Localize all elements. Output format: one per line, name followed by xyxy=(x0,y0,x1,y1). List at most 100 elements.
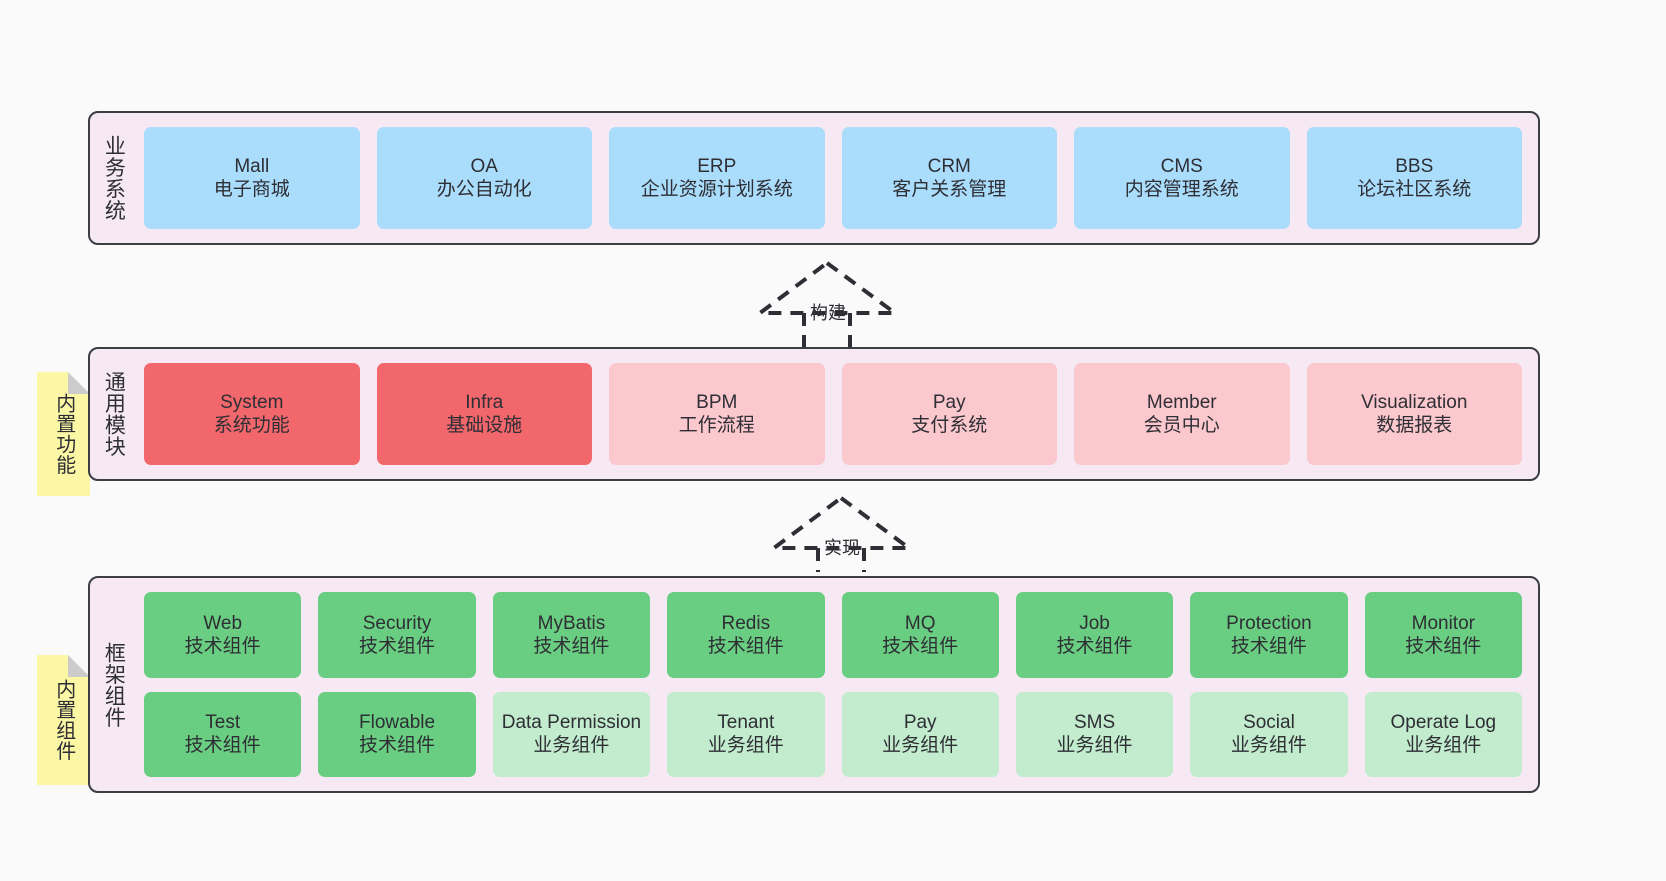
module-title-en: Pay xyxy=(903,712,937,734)
layer-caption-business-systems: 业务系统 xyxy=(102,135,126,221)
module-title-en: Social xyxy=(1243,712,1295,734)
module-box-flowable[interactable]: Flowable 技术组件 xyxy=(318,691,476,777)
note-builtin-components-label: 内置组件 xyxy=(52,679,75,761)
module-title-cn: 内容管理系统 xyxy=(1124,179,1239,200)
module-box-crm[interactable]: CRM 客户关系管理 xyxy=(841,127,1057,229)
note-builtin-components: 内置组件 xyxy=(37,655,90,785)
arrow-implement-icon xyxy=(767,495,916,572)
module-box-security[interactable]: Security 技术组件 xyxy=(318,592,476,678)
arrow-implement: 实现 xyxy=(767,490,919,572)
module-title-en: Flowable xyxy=(359,712,436,734)
module-title-en: OA xyxy=(470,155,498,177)
module-box-pay[interactable]: Pay 支付系统 xyxy=(841,363,1057,465)
note-builtin-functions-label: 内置功能 xyxy=(52,393,75,475)
module-box-web[interactable]: Web 技术组件 xyxy=(144,592,302,678)
layer-framework-components: 框架组件 Web 技术组件 Security 技术组件 MyBatis 技术组件… xyxy=(88,576,1540,793)
module-box-mybatis[interactable]: MyBatis 技术组件 xyxy=(492,592,651,678)
module-title-en: Monitor xyxy=(1411,612,1475,634)
module-box-cms[interactable]: CMS 内容管理系统 xyxy=(1074,127,1290,229)
module-title-cn: 系统功能 xyxy=(213,415,290,436)
module-title-en: Protection xyxy=(1226,612,1312,634)
arrow-build-label: 构建 xyxy=(810,303,846,323)
module-box-system[interactable]: System 系统功能 xyxy=(144,363,360,465)
module-title-cn: 企业资源计划系统 xyxy=(640,179,793,200)
module-title-cn: 办公自动化 xyxy=(436,179,532,200)
module-title-en: CMS xyxy=(1160,155,1203,177)
module-box-member[interactable]: Member 会员中心 xyxy=(1074,363,1290,465)
module-title-en: MQ xyxy=(904,612,936,634)
module-box-tenant[interactable]: Tenant 业务组件 xyxy=(667,691,825,777)
module-title-cn: 会员中心 xyxy=(1143,415,1220,436)
module-box-test[interactable]: Test 技术组件 xyxy=(144,691,302,777)
module-title-en: BPM xyxy=(696,391,738,413)
module-title-en: Web xyxy=(203,612,243,634)
layer-box-grid-framework-components: Web 技术组件 Security 技术组件 MyBatis 技术组件 Redi… xyxy=(136,578,1538,791)
layer-caption-framework-components: 框架组件 xyxy=(102,641,126,728)
module-box-erp[interactable]: ERP 企业资源计划系统 xyxy=(609,127,825,229)
module-box-social[interactable]: Social 业务组件 xyxy=(1190,691,1348,777)
note-fold-corner-icon xyxy=(68,655,90,677)
module-title-cn: 技术组件 xyxy=(184,635,261,657)
module-title-cn: 数据报表 xyxy=(1376,415,1453,436)
module-title-cn: 技术组件 xyxy=(1230,635,1307,657)
module-box-mq[interactable]: MQ 技术组件 xyxy=(841,592,999,678)
module-title-cn: 论坛社区系统 xyxy=(1357,179,1472,200)
module-box-job[interactable]: Job 技术组件 xyxy=(1015,592,1174,678)
module-box-visualization[interactable]: Visualization 数据报表 xyxy=(1306,363,1522,465)
module-box-monitor[interactable]: Monitor 技术组件 xyxy=(1364,592,1522,678)
module-title-cn: 支付系统 xyxy=(911,415,988,436)
module-title-en: Test xyxy=(205,712,241,734)
module-title-en: ERP xyxy=(697,155,737,177)
layer-box-grid-business-systems: Mall 电子商城 OA 办公自动化 ERP 企业资源计划系统 CRM 客户关系… xyxy=(136,113,1538,243)
module-box-pay-business[interactable]: Pay 业务组件 xyxy=(841,691,999,777)
module-title-cn: 技术组件 xyxy=(359,635,436,657)
module-title-en: Redis xyxy=(721,612,771,634)
module-title-en: System xyxy=(220,391,284,413)
layer-caption-common-modules: 通用模块 xyxy=(102,371,126,457)
module-title-cn: 技术组件 xyxy=(882,635,959,657)
arrow-implement-label: 实现 xyxy=(824,538,860,558)
module-title-en: Job xyxy=(1079,612,1110,634)
module-box-infra[interactable]: Infra 基础设施 xyxy=(376,363,592,465)
layer-common-modules: 通用模块 System 系统功能 Infra 基础设施 BPM 工作流程 Pay… xyxy=(88,347,1540,481)
module-title-en: Visualization xyxy=(1361,391,1468,413)
module-box-protection[interactable]: Protection 技术组件 xyxy=(1190,592,1348,678)
layer-box-grid-common-modules: System 系统功能 Infra 基础设施 BPM 工作流程 Pay 支付系统… xyxy=(136,349,1538,479)
module-title-cn: 业务组件 xyxy=(882,735,959,757)
module-title-en: Data Permission xyxy=(501,712,642,734)
layer-business-systems: 业务系统 Mall 电子商城 OA 办公自动化 ERP 企业资源计划系统 CRM… xyxy=(88,111,1540,245)
module-title-en: Pay xyxy=(932,391,966,413)
module-title-en: Security xyxy=(362,612,432,634)
module-title-cn: 技术组件 xyxy=(533,635,610,657)
module-title-cn: 电子商城 xyxy=(213,179,290,200)
module-title-cn: 技术组件 xyxy=(184,735,261,757)
module-title-cn: 业务组件 xyxy=(1230,735,1307,757)
module-title-en: SMS xyxy=(1073,712,1116,734)
module-title-cn: 工作流程 xyxy=(678,415,755,436)
module-box-operate-log[interactable]: Operate Log 业务组件 xyxy=(1364,691,1522,777)
module-title-en: CRM xyxy=(927,155,971,177)
module-title-en: Mall xyxy=(234,155,270,177)
module-title-cn: 基础设施 xyxy=(446,415,523,436)
module-title-cn: 技术组件 xyxy=(707,635,784,657)
module-title-cn: 技术组件 xyxy=(359,735,436,757)
module-title-cn: 技术组件 xyxy=(1405,635,1482,657)
module-title-cn: 业务组件 xyxy=(1056,735,1133,757)
arrow-build: 构建 xyxy=(753,255,905,350)
note-fold-corner-icon xyxy=(68,372,90,394)
module-title-cn: 客户关系管理 xyxy=(892,179,1007,200)
module-title-cn: 业务组件 xyxy=(1405,735,1482,757)
module-box-redis[interactable]: Redis 技术组件 xyxy=(667,592,825,678)
module-box-data-permission[interactable]: Data Permission 业务组件 xyxy=(492,691,651,777)
arrow-build-icon xyxy=(753,260,902,350)
module-box-bbs[interactable]: BBS 论坛社区系统 xyxy=(1306,127,1522,229)
module-title-en: MyBatis xyxy=(537,612,606,634)
module-box-bpm[interactable]: BPM 工作流程 xyxy=(609,363,825,465)
module-box-oa[interactable]: OA 办公自动化 xyxy=(376,127,592,229)
module-box-mall[interactable]: Mall 电子商城 xyxy=(144,127,360,229)
module-title-en: Operate Log xyxy=(1390,712,1497,734)
module-box-sms[interactable]: SMS 业务组件 xyxy=(1015,691,1174,777)
module-title-cn: 业务组件 xyxy=(533,735,610,757)
module-title-en: Member xyxy=(1146,391,1217,413)
module-title-cn: 技术组件 xyxy=(1056,635,1133,657)
